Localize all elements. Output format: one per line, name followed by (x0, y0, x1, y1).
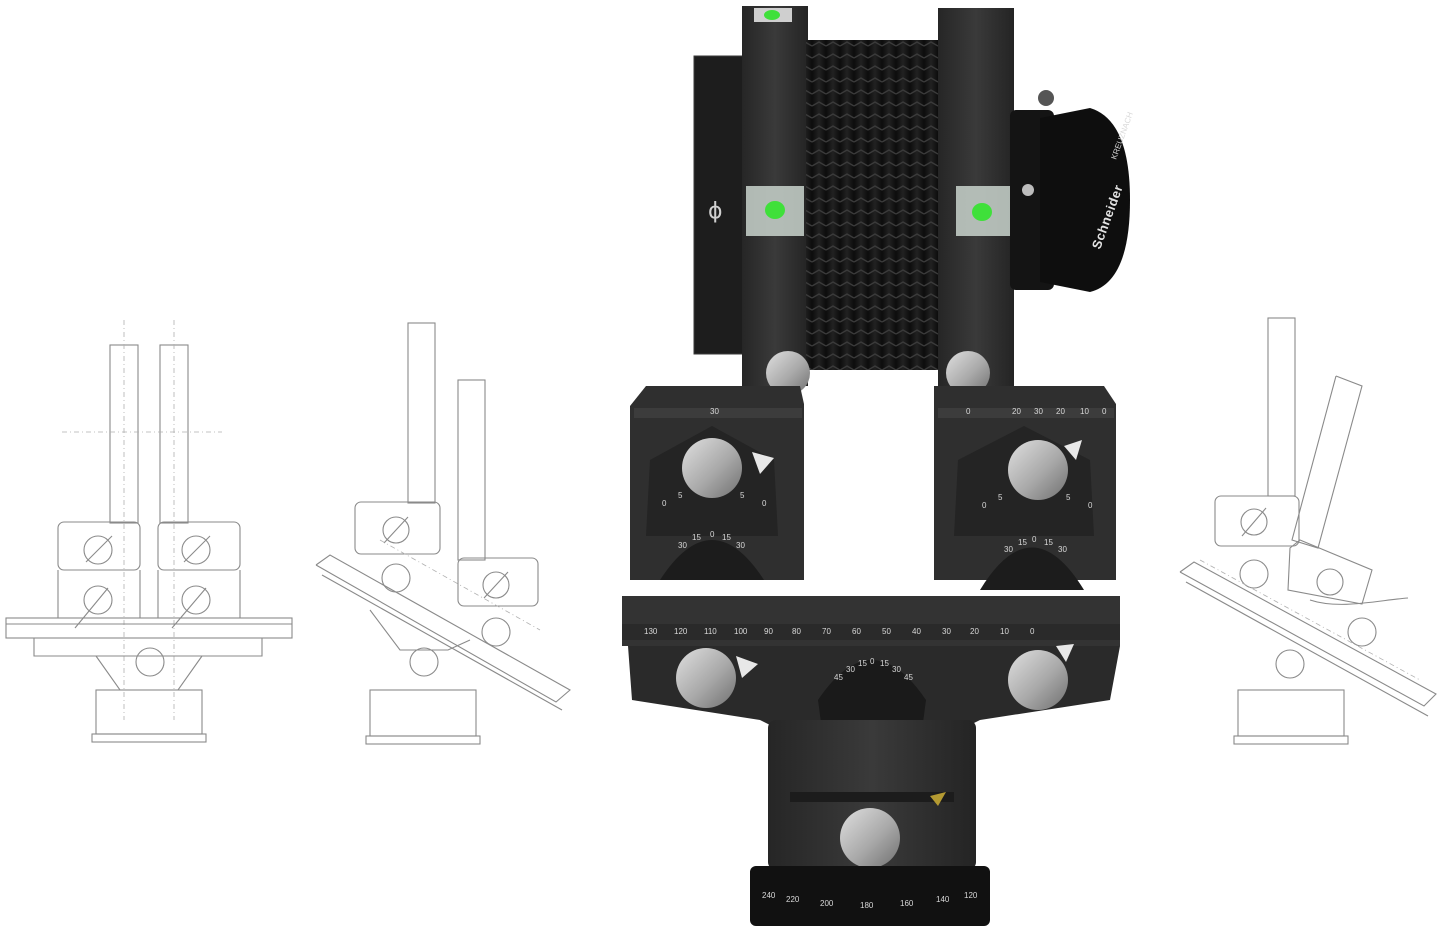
rear-tilt-dial-1: 15 (692, 533, 701, 542)
pan-scale-6: 120 (964, 891, 978, 900)
base-dial-3: 0 (870, 657, 875, 666)
rail-scale-3: 100 (734, 627, 748, 636)
rear-tilt-dial-3: 15 (722, 533, 731, 542)
rear-clamp-scale-2: 5 (740, 491, 745, 500)
shutter-knob-icon (1038, 90, 1054, 106)
front-upper-scale-5: 0 (1102, 407, 1107, 416)
front-tilt-dial-3: 15 (1044, 538, 1053, 547)
front-tilt-dial-4: 30 (1058, 545, 1067, 554)
front-upper-scale-3: 20 (1056, 407, 1065, 416)
rail-scale-6: 70 (822, 627, 831, 636)
front-upper-scale-4: 10 (1080, 407, 1089, 416)
diagram-tilt-view (315, 322, 571, 745)
rail-scale-8: 50 (882, 627, 891, 636)
diagram-front-view (5, 320, 293, 743)
pan-scale-5: 140 (936, 895, 950, 904)
base-dial-1: 30 (846, 665, 855, 674)
front-tilt-knob[interactable] (1008, 440, 1068, 500)
front-clamp-scale-2: 5 (1066, 493, 1071, 502)
front-upper-scale-0: 0 (966, 407, 971, 416)
front-clamp-scale-3: 0 (1088, 501, 1093, 510)
rail-scale: 130 120 110 100 90 80 70 60 50 40 30 20 … (644, 627, 1035, 636)
base-dial-0: 45 (834, 673, 843, 682)
focus-symbol: ϕ (708, 199, 723, 224)
triangle-marker-icon (1056, 644, 1074, 662)
front-clamp-scale-1: 5 (998, 493, 1003, 502)
rail-scale-4: 90 (764, 627, 773, 636)
rail-left-knob[interactable] (676, 648, 736, 708)
base-dial-4: 15 (880, 659, 889, 668)
rear-clamp-scale-3: 0 (762, 499, 767, 508)
front-tilt-dial (980, 547, 1084, 590)
view-camera: ϕ Schneider KREUZNACH 30 0 5 5 0 (622, 6, 1135, 926)
front-clamp-scale-0: 0 (982, 501, 987, 510)
rail-scale-13: 0 (1030, 627, 1035, 636)
bellows (806, 40, 952, 370)
rail-scale-11: 20 (970, 627, 979, 636)
base-dial-5: 30 (892, 665, 901, 674)
pan-scale-4: 160 (900, 899, 914, 908)
rail-scale-0: 130 (644, 627, 658, 636)
triangle-marker-icon (1064, 440, 1082, 460)
rail-scale-2: 110 (704, 627, 717, 636)
pan-lock-knob[interactable] (840, 808, 900, 868)
pan-scale-0: 240 (762, 891, 776, 900)
front-tilt-dial-2: 0 (1032, 535, 1037, 544)
front-tilt-dial-0: 30 (1004, 545, 1013, 554)
rear-tilt-dial (660, 540, 764, 580)
rail-scale-9: 40 (912, 627, 921, 636)
base-dial-2: 15 (858, 659, 867, 668)
triangle-marker-icon (736, 656, 758, 678)
bubble-level-icon (765, 201, 785, 219)
rear-tilt-dial-4: 30 (736, 541, 745, 550)
rear-tilt-dial-2: 0 (710, 530, 715, 539)
rear-tilt-dial-0: 30 (678, 541, 687, 550)
rear-upper-scale-0: 30 (710, 407, 719, 416)
pan-scale-2: 200 (820, 899, 834, 908)
rail-right-knob[interactable] (1008, 650, 1068, 710)
rear-tilt-knob[interactable] (682, 438, 742, 498)
front-tilt-dial-1: 15 (1018, 538, 1027, 547)
pan-scale-ring (750, 866, 990, 926)
front-upper-scale-1: 20 (1012, 407, 1021, 416)
pan-scale-3: 180 (860, 901, 874, 910)
pan-index-icon (930, 792, 946, 806)
rear-clamp-scale-0: 0 (662, 499, 667, 508)
rear-clamp-scale-1: 5 (678, 491, 683, 500)
pan-scale-1: 220 (786, 895, 800, 904)
front-lock-knob[interactable] (946, 351, 990, 395)
front-upper-scale-2: 30 (1034, 407, 1043, 416)
rail-scale-1: 120 (674, 627, 688, 636)
triangle-marker-icon (752, 452, 774, 474)
lens-dot-icon (1022, 184, 1034, 196)
bubble-level-icon (972, 203, 992, 221)
rear-lock-knob[interactable] (766, 351, 810, 395)
diagram-swing-view (1179, 317, 1437, 745)
rail-scale-5: 80 (792, 627, 801, 636)
lens-barrel (1040, 108, 1130, 292)
rail-scale-7: 60 (852, 627, 861, 636)
base-dial-6: 45 (904, 673, 913, 682)
bubble-level-icon (764, 10, 780, 20)
rail-scale-10: 30 (942, 627, 951, 636)
rail-scale-12: 10 (1000, 627, 1009, 636)
